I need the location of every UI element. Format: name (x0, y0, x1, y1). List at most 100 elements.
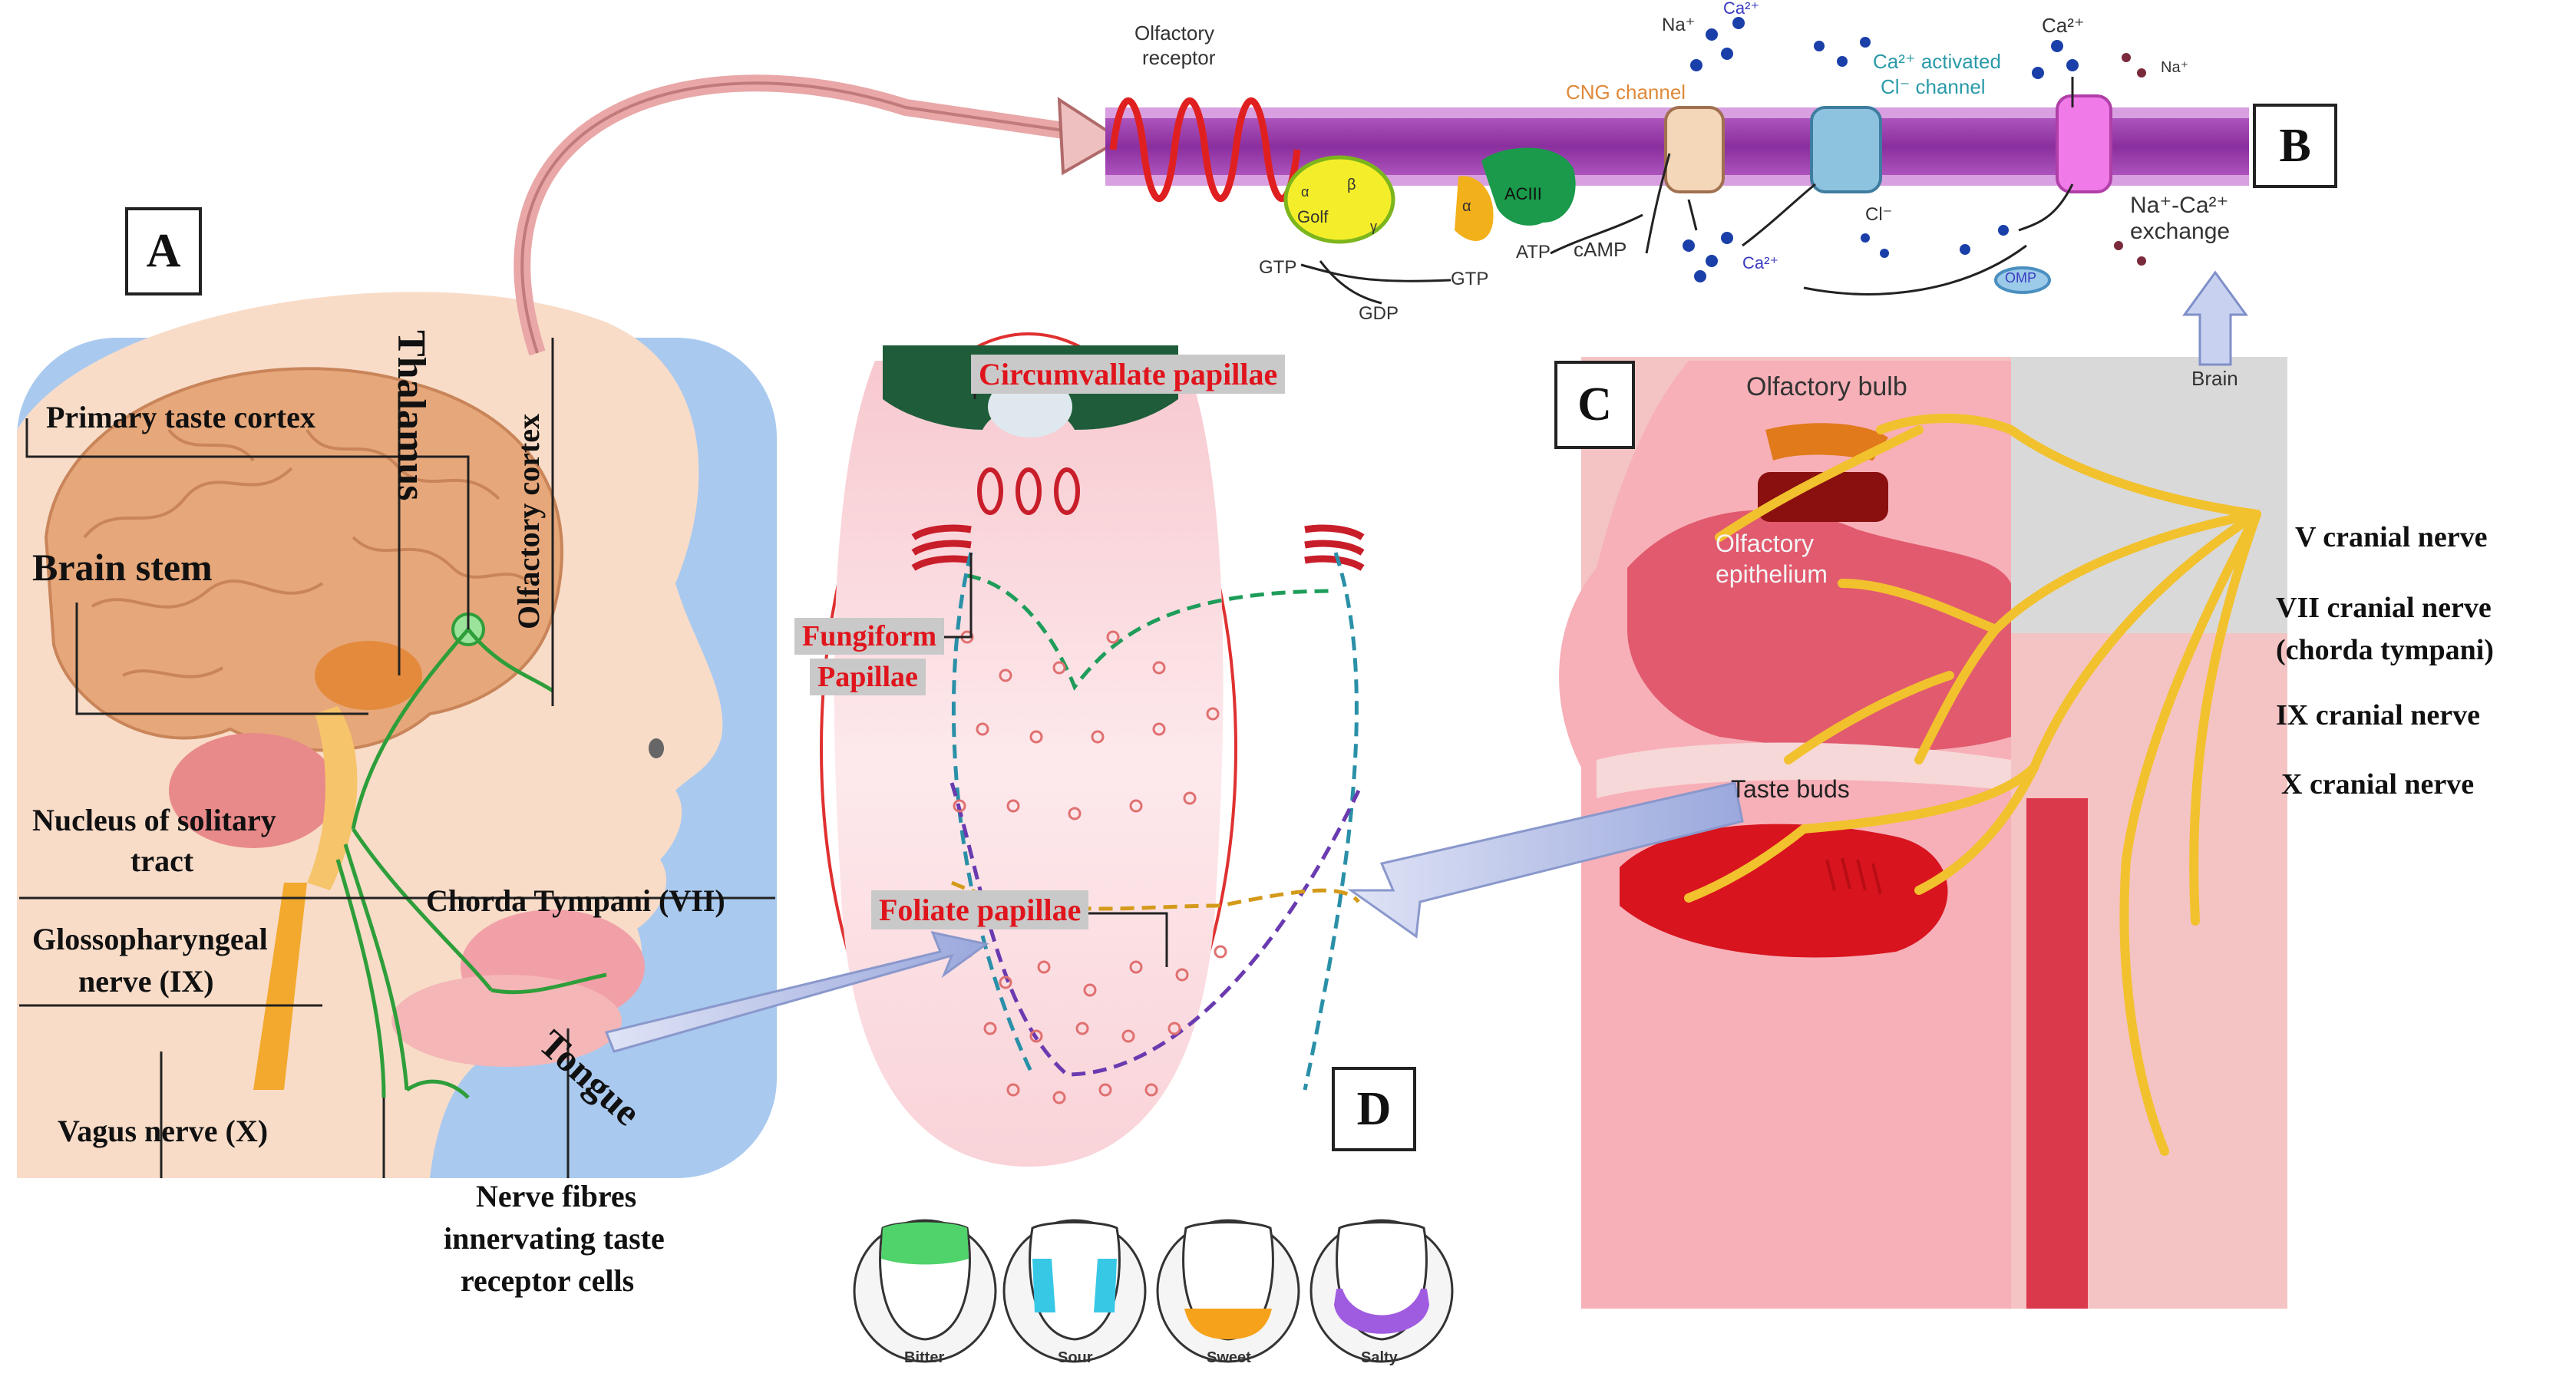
label-thalamus: Thalamus (389, 330, 433, 501)
thalamus-structure (315, 641, 422, 710)
panel-b-illustration (1105, 17, 2249, 305)
label-ca-activated-1: Ca²⁺ activated (1873, 50, 2001, 73)
label-beta: β (1347, 177, 1356, 193)
brain-stem-structure (307, 706, 358, 890)
label-fungiform-1: Fungiform (794, 618, 945, 655)
label-olfactory-bulb: Olfactory bulb (1746, 372, 1907, 401)
cl-channel (1810, 106, 1882, 193)
panel-a-leader-lines (19, 338, 775, 1178)
taste-map-sour (1002, 1219, 1147, 1363)
bitter-boundary (966, 573, 1336, 691)
brain (44, 367, 563, 752)
panel-a-illustration (17, 292, 777, 1178)
papillae-dots (953, 630, 1227, 1104)
label-ca-mid: Ca²⁺ (1742, 253, 1779, 272)
cranial-nerves (1684, 414, 2261, 1156)
ion-dots-red (2114, 53, 2146, 266)
label-alpha-1: α (1301, 184, 1309, 200)
label-na-top: Na⁺ (1662, 15, 1696, 35)
panel-label-b: B (2253, 104, 2337, 188)
taste-maps (853, 1219, 1454, 1363)
label-exchange-1: Na⁺-Ca²⁺ (2130, 193, 2229, 218)
label-v-nerve: V cranial nerve (2295, 521, 2488, 553)
label-glosso-line1: Glossopharyngeal (32, 922, 268, 956)
tongue-shape (834, 361, 1224, 1167)
arrow-a-to-d (604, 930, 989, 1053)
label-fungiform-2: Papillae (810, 659, 926, 695)
taste-bud-lines (1825, 857, 1882, 895)
label-glosso-line2: nerve (IX) (78, 964, 214, 999)
label-x-nerve: X cranial nerve (2281, 768, 2475, 801)
label-chorda-tympani: Chorda Tympani (VII) (426, 883, 725, 918)
adenylate-cyclase (1481, 147, 1576, 226)
g-alpha-subunit (1455, 176, 1494, 241)
label-ca-activated-2: Cl⁻ channel (1881, 75, 1986, 98)
arrow-c-to-b (2182, 270, 2248, 366)
cerebellum (169, 733, 338, 848)
label-taste-salty: Salty (1361, 1349, 1398, 1366)
label-brain: Brain (2191, 367, 2238, 390)
label-aciii: ACIII (1504, 184, 1542, 203)
label-na-right: Na⁺ (2161, 59, 2189, 76)
olfactory-bulb-shape (1765, 423, 1888, 461)
ion-dots (1683, 17, 2079, 282)
label-exchange-2: exchange (2130, 219, 2231, 244)
label-golf: Golf (1297, 207, 1329, 226)
label-cl: Cl⁻ (1865, 204, 1893, 225)
label-olfactory-receptor-2: receptor (1142, 46, 1216, 69)
label-nucleus-line1: Nucleus of solitary (32, 803, 276, 837)
panel-c-illustration (1347, 270, 2287, 1309)
label-circumvallate: Circumvallate papillae (971, 355, 1286, 394)
label-camp: cAMP (1574, 238, 1627, 261)
pathway-arrows (1300, 77, 2074, 305)
label-gdp: GDP (1359, 303, 1399, 324)
gustatory-nerve-paths (335, 626, 607, 1099)
label-olfactory-cortex: Olfactory cortex (511, 414, 546, 629)
taste-map-salty (1309, 1219, 1454, 1363)
label-omp: OMP (2005, 270, 2037, 286)
tongue-c (1620, 824, 1948, 958)
label-ca-right: Ca²⁺ (2042, 14, 2085, 37)
label-olfactory-receptor-1: Olfactory (1134, 21, 1215, 45)
label-cng-channel: CNG channel (1566, 81, 1686, 104)
olfactory-epithelium-shape (1758, 472, 1888, 522)
label-gtp-2: GTP (1451, 269, 1489, 289)
label-ix-nerve: IX cranial nerve (2276, 699, 2480, 731)
eye (649, 738, 664, 758)
exchanger (2056, 94, 2112, 193)
label-ca-top: Ca²⁺ (1723, 0, 1760, 18)
palate (1597, 742, 2011, 798)
taste-map-bitter (853, 1219, 997, 1363)
label-vii-nerve-2: (chorda tympani) (2276, 634, 2494, 666)
label-taste-bitter: Bitter (904, 1349, 945, 1366)
label-taste-sweet: Sweet (1207, 1349, 1251, 1366)
olfactory-receptor-helices (1109, 97, 1301, 203)
label-alpha-2: α (1462, 198, 1471, 215)
label-atp: ATP (1516, 242, 1551, 262)
cng-channel (1664, 106, 1725, 193)
label-taste-buds: Taste buds (1731, 775, 1850, 803)
panel-label-c: C (1554, 361, 1635, 449)
label-olf-epi-1: Olfactory (1716, 530, 1815, 557)
label-fibres-line1: Nerve fibres (476, 1179, 637, 1213)
label-taste-sour: Sour (1058, 1349, 1093, 1366)
label-fibres-line3: receptor cells (461, 1263, 635, 1298)
label-olf-epi-2: epithelium (1716, 560, 1828, 588)
label-gtp-1: GTP (1259, 257, 1297, 278)
g-protein (1283, 155, 1395, 244)
label-vagus: Vagus nerve (X) (58, 1114, 269, 1148)
label-foliate: Foliate papillae (871, 890, 1089, 929)
sour-boundary (951, 552, 1359, 1091)
arrow-a-to-b (514, 74, 1124, 356)
arrow-c-to-d (1347, 781, 1744, 939)
label-primary-taste-cortex: Primary taste cortex (46, 400, 315, 434)
tongue-region (391, 975, 622, 1067)
label-gamma: γ (1370, 219, 1377, 234)
omp-protein (1994, 266, 2051, 294)
panel-d-illustration (604, 332, 1365, 1167)
label-vii-nerve-1: VII cranial nerve (2276, 592, 2492, 624)
label-brain-stem: Brain stem (32, 546, 213, 589)
spinal-cord (253, 883, 307, 1090)
taste-map-sweet (1156, 1219, 1300, 1363)
